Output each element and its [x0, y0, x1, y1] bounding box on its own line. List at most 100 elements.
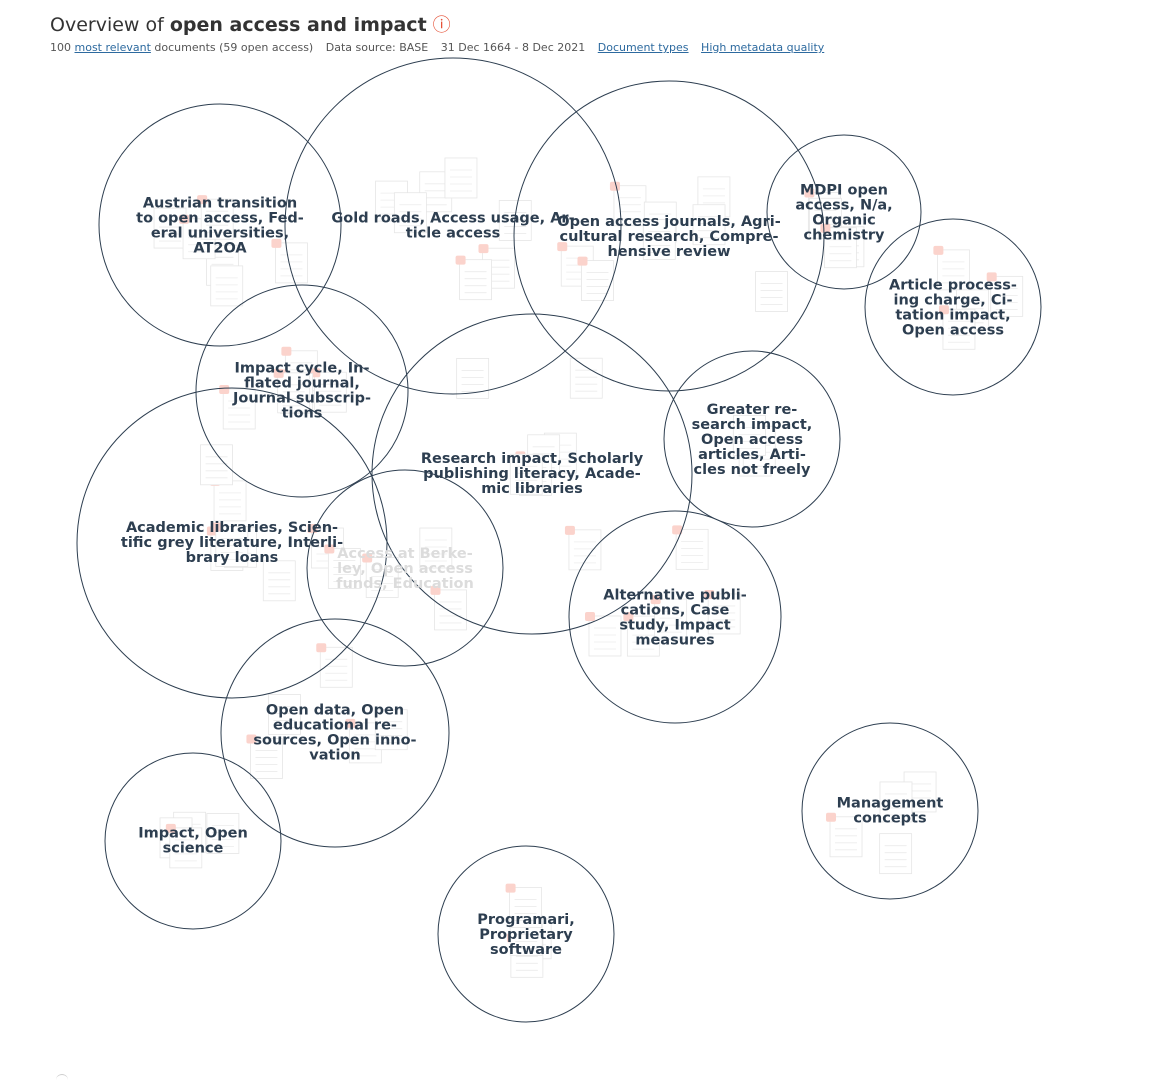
document-thumbnail[interactable]: [197, 195, 234, 240]
bubble-management-concepts[interactable]: [801, 722, 979, 900]
bubble-impact-cycle[interactable]: [195, 284, 409, 498]
open-access-icon: [623, 612, 634, 622]
document-thumbnail[interactable]: [505, 883, 542, 928]
open-access-icon: [609, 181, 620, 191]
document-thumbnail[interactable]: [879, 833, 913, 875]
document-thumbnail[interactable]: [650, 595, 688, 640]
document-thumbnail[interactable]: [419, 527, 453, 569]
document-thumbnail[interactable]: [268, 694, 301, 735]
document-thumbnail[interactable]: [826, 812, 863, 858]
document-thumbnail[interactable]: [362, 553, 399, 598]
document-thumbnail[interactable]: [623, 612, 660, 657]
open-access-icon: [179, 214, 190, 224]
document-thumbnail[interactable]: [246, 734, 283, 779]
doc-count: 100: [50, 41, 71, 54]
document-thumbnail[interactable]: [509, 453, 543, 495]
bubble-label-line: Organic: [812, 213, 876, 229]
bubble-article-processing-label[interactable]: Article process-ing charge, Ci-tation im…: [889, 278, 1017, 339]
bubble-mdpi[interactable]: [766, 134, 922, 290]
bubble-open-access-journals-label[interactable]: Open access journals, Agri-cultural rese…: [557, 214, 780, 260]
document-thumbnail[interactable]: [211, 522, 249, 567]
document-thumbnail[interactable]: [200, 444, 233, 486]
document-thumbnail[interactable]: [733, 415, 766, 456]
bubble-academic-libraries[interactable]: [76, 387, 388, 699]
document-thumbnail[interactable]: [577, 256, 614, 301]
document-thumbnail[interactable]: [310, 368, 347, 413]
document-thumbnail[interactable]: [206, 813, 240, 854]
document-thumbnail[interactable]: [564, 525, 602, 571]
document-thumbnail[interactable]: [316, 643, 353, 688]
document-thumbnail[interactable]: [456, 358, 490, 399]
document-thumbnail[interactable]: [210, 265, 244, 307]
bubble-label-line: search impact,: [692, 417, 813, 433]
document-thumbnail[interactable]: [430, 585, 467, 631]
bubble-impact-open-science[interactable]: [104, 752, 282, 930]
bubble-greater-research[interactable]: [663, 350, 841, 528]
document-thumbnail[interactable]: [393, 192, 427, 234]
bubble-alternative-publications[interactable]: [568, 510, 782, 724]
document-thumbnail[interactable]: [642, 219, 676, 260]
document-thumbnail[interactable]: [271, 238, 308, 284]
bubble-label-line: tation impact,: [895, 308, 1010, 324]
open-access-icon: [577, 256, 588, 266]
open-access-icon: [307, 524, 318, 534]
info-icon[interactable]: ⓘ: [432, 15, 451, 36]
title-prefix: Overview of: [50, 14, 170, 36]
document-types-link[interactable]: Document types: [597, 41, 689, 54]
bubble-programari[interactable]: [437, 845, 615, 1023]
document-thumbnail[interactable]: [879, 781, 913, 823]
bubble-article-processing[interactable]: [864, 218, 1042, 396]
document-thumbnail[interactable]: [933, 245, 970, 291]
document-thumbnail[interactable]: [569, 357, 603, 399]
document-thumbnail[interactable]: [938, 305, 976, 350]
document-thumbnail[interactable]: [444, 157, 478, 199]
document-thumbnail[interactable]: [609, 181, 647, 227]
document-thumbnail[interactable]: [165, 823, 203, 869]
open-access-icon: [165, 823, 176, 833]
bubble-label-line: to open access, Fed-: [136, 211, 304, 227]
bubble-label-line: study, Impact: [619, 618, 730, 634]
open-access-icon: [505, 883, 516, 893]
document-thumbnail[interactable]: [986, 272, 1024, 317]
document-thumbnail[interactable]: [820, 223, 857, 269]
open-access-icon: [986, 272, 997, 282]
bubble-research-impact[interactable]: [371, 313, 693, 635]
bubble-label-line: Open data, Open: [266, 703, 404, 719]
bubble-label-line: cultural research, Compre-: [559, 229, 778, 245]
document-thumbnail[interactable]: [755, 271, 788, 312]
bubble-label-line: Greater re-: [707, 402, 798, 418]
metadata-quality-link[interactable]: High metadata quality: [701, 41, 825, 54]
sort-link[interactable]: most relevant: [74, 41, 151, 54]
document-thumbnail[interactable]: [584, 611, 622, 657]
bubble-open-data[interactable]: [220, 618, 450, 848]
document-thumbnail[interactable]: [324, 544, 361, 589]
bubble-gold-roads[interactable]: [284, 57, 622, 395]
document-thumbnail[interactable]: [374, 709, 408, 751]
document-thumbnail[interactable]: [692, 204, 726, 246]
document-thumbnail[interactable]: [153, 207, 187, 249]
bubble-label-line: Open access: [902, 323, 1004, 339]
open-access-icon: [211, 522, 222, 532]
document-thumbnail[interactable]: [672, 525, 709, 570]
open-access-icon: [345, 718, 356, 728]
bubble-access-berkeley[interactable]: [306, 469, 504, 667]
bubble-austrian-transition[interactable]: [98, 103, 342, 347]
document-thumbnail[interactable]: [219, 384, 256, 430]
bubble-impact-cycle-label[interactable]: Impact cycle, In-flated journal,Journal …: [232, 361, 371, 422]
bubble-academic-libraries-label[interactable]: Academic libraries, Scien-tific grey lit…: [121, 520, 343, 566]
document-thumbnail[interactable]: [262, 560, 296, 602]
document-thumbnail[interactable]: [455, 255, 492, 301]
open-access-icon: [271, 238, 282, 248]
document-thumbnail[interactable]: [704, 589, 741, 635]
bubble-gold-roads-label[interactable]: Gold roads, Access usage, Ar-ticle acces…: [331, 211, 574, 242]
